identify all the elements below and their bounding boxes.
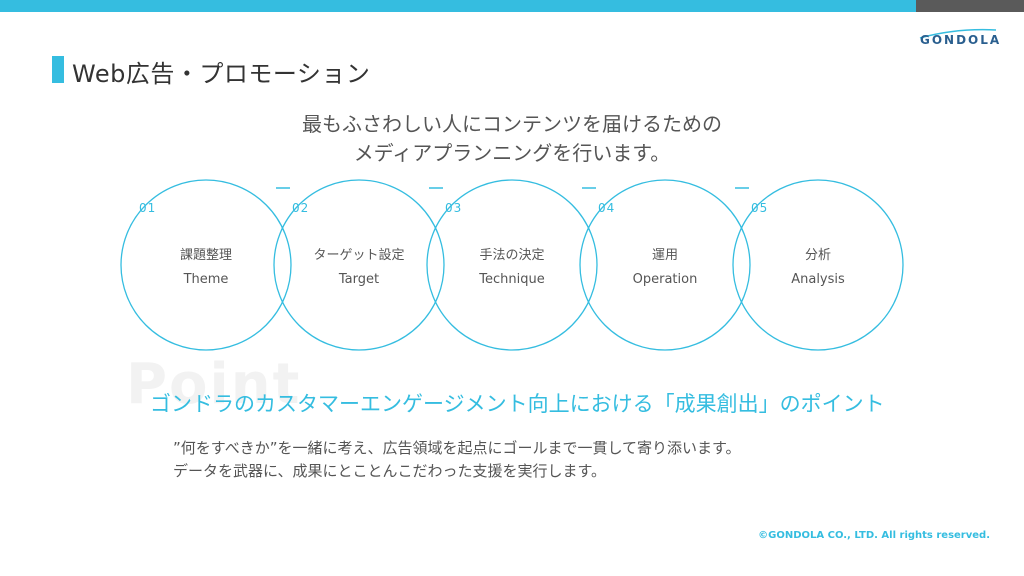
top-accent-bar bbox=[0, 0, 916, 12]
step-title-en: Technique bbox=[479, 272, 545, 287]
step-title-jp: 分析 bbox=[804, 248, 831, 263]
step-number: 01 bbox=[139, 201, 157, 215]
gondola-logo: GONDOLA bbox=[916, 24, 1000, 54]
step-circle-5 bbox=[732, 179, 904, 351]
step-number: 03 bbox=[445, 201, 463, 215]
step-title-en: Target bbox=[338, 272, 380, 287]
point-heading: ゴンドラのカスタマーエンゲージメント向上における「成果創出」のポイント bbox=[150, 392, 885, 416]
step-title-jp: 課題整理 bbox=[179, 248, 232, 263]
top-dark-bar bbox=[916, 0, 1024, 12]
step-title-jp: 手法の決定 bbox=[479, 248, 545, 263]
lead-line-1: 最もふさわしい人にコンテンツを届けるための bbox=[302, 112, 722, 136]
step-label: ターゲット設定 Target bbox=[289, 244, 429, 287]
lead-line-2: メディアプランニングを行います。 bbox=[353, 141, 671, 165]
step-label: 運用 Operation bbox=[595, 244, 735, 287]
copyright: ©GONDOLA CO., LTD. All rights reserved. bbox=[758, 530, 990, 541]
step-label: 課題整理 Theme bbox=[136, 244, 276, 287]
step-label: 分析 Analysis bbox=[748, 244, 888, 287]
step-number: 02 bbox=[292, 201, 310, 215]
step-circle-1 bbox=[120, 179, 292, 351]
step-circle-2 bbox=[273, 179, 445, 351]
logo-text: GONDOLA bbox=[920, 33, 1002, 47]
point-watermark: Point bbox=[126, 352, 302, 417]
page-title: Web広告・プロモーション bbox=[72, 60, 371, 88]
logo-swoosh-icon bbox=[919, 28, 997, 39]
step-number: 05 bbox=[751, 201, 769, 215]
step-title-en: Operation bbox=[632, 272, 698, 287]
step-label: 手法の決定 Technique bbox=[442, 244, 582, 287]
step-title-jp: ターゲット設定 bbox=[313, 248, 405, 263]
step-number: 04 bbox=[598, 201, 616, 215]
step-title-en: Analysis bbox=[791, 272, 845, 287]
step-circle-4 bbox=[579, 179, 751, 351]
point-body-line-1: ”何をすべきか”を一緒に考え、広告領域を起点にゴールまで一貫して寄り添います。 bbox=[173, 439, 741, 457]
point-body-line-2: データを武器に、成果にとことんこだわった支援を実行します。 bbox=[173, 462, 607, 480]
section-marker bbox=[52, 56, 64, 83]
step-title-jp: 運用 bbox=[651, 248, 678, 263]
step-title-en: Theme bbox=[183, 272, 229, 287]
step-circle-3 bbox=[426, 179, 598, 351]
